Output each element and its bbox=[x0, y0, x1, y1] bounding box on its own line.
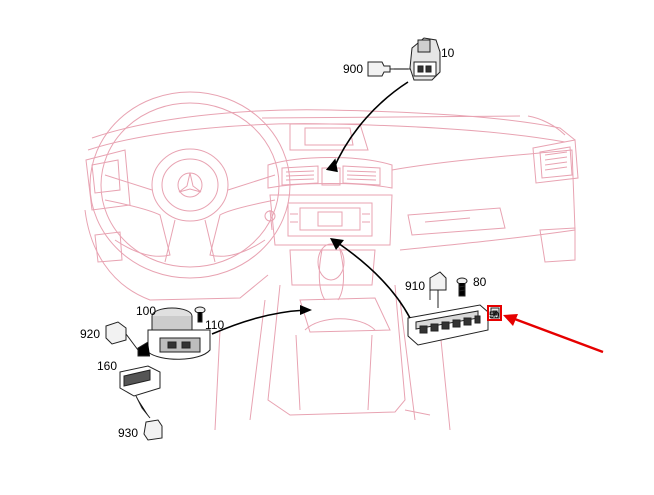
part-920-connector bbox=[105, 321, 139, 351]
label-part-80: 80 bbox=[473, 275, 487, 289]
label-part-930: 930 bbox=[118, 426, 138, 440]
label-part-160: 160 bbox=[97, 359, 117, 373]
label-part-50: 50 bbox=[489, 310, 499, 320]
part-switch-panel bbox=[407, 304, 489, 346]
part-160-module bbox=[119, 365, 161, 419]
part-910-connector bbox=[429, 271, 447, 308]
part-50-clip bbox=[490, 307, 500, 319]
part-100-controller bbox=[137, 307, 211, 360]
leader-lines bbox=[394, 68, 431, 300]
label-part-920: 920 bbox=[80, 327, 100, 341]
label-part-110: 110 bbox=[205, 318, 224, 332]
label-part-910: 910 bbox=[405, 279, 425, 293]
pointer-arrows bbox=[211, 81, 411, 335]
part-80-screw bbox=[456, 277, 468, 297]
part-930-connector bbox=[143, 419, 163, 441]
dashboard-outline bbox=[84, 91, 579, 431]
part-10-switch bbox=[409, 37, 441, 81]
label-part-10: 10 bbox=[441, 46, 455, 60]
part-110-screw bbox=[194, 306, 206, 323]
label-part-900: 900 bbox=[343, 62, 363, 76]
three-pointed-star-icon bbox=[177, 172, 203, 198]
red-arrow-icon bbox=[487, 305, 604, 354]
label-part-100: 100 bbox=[136, 304, 156, 318]
